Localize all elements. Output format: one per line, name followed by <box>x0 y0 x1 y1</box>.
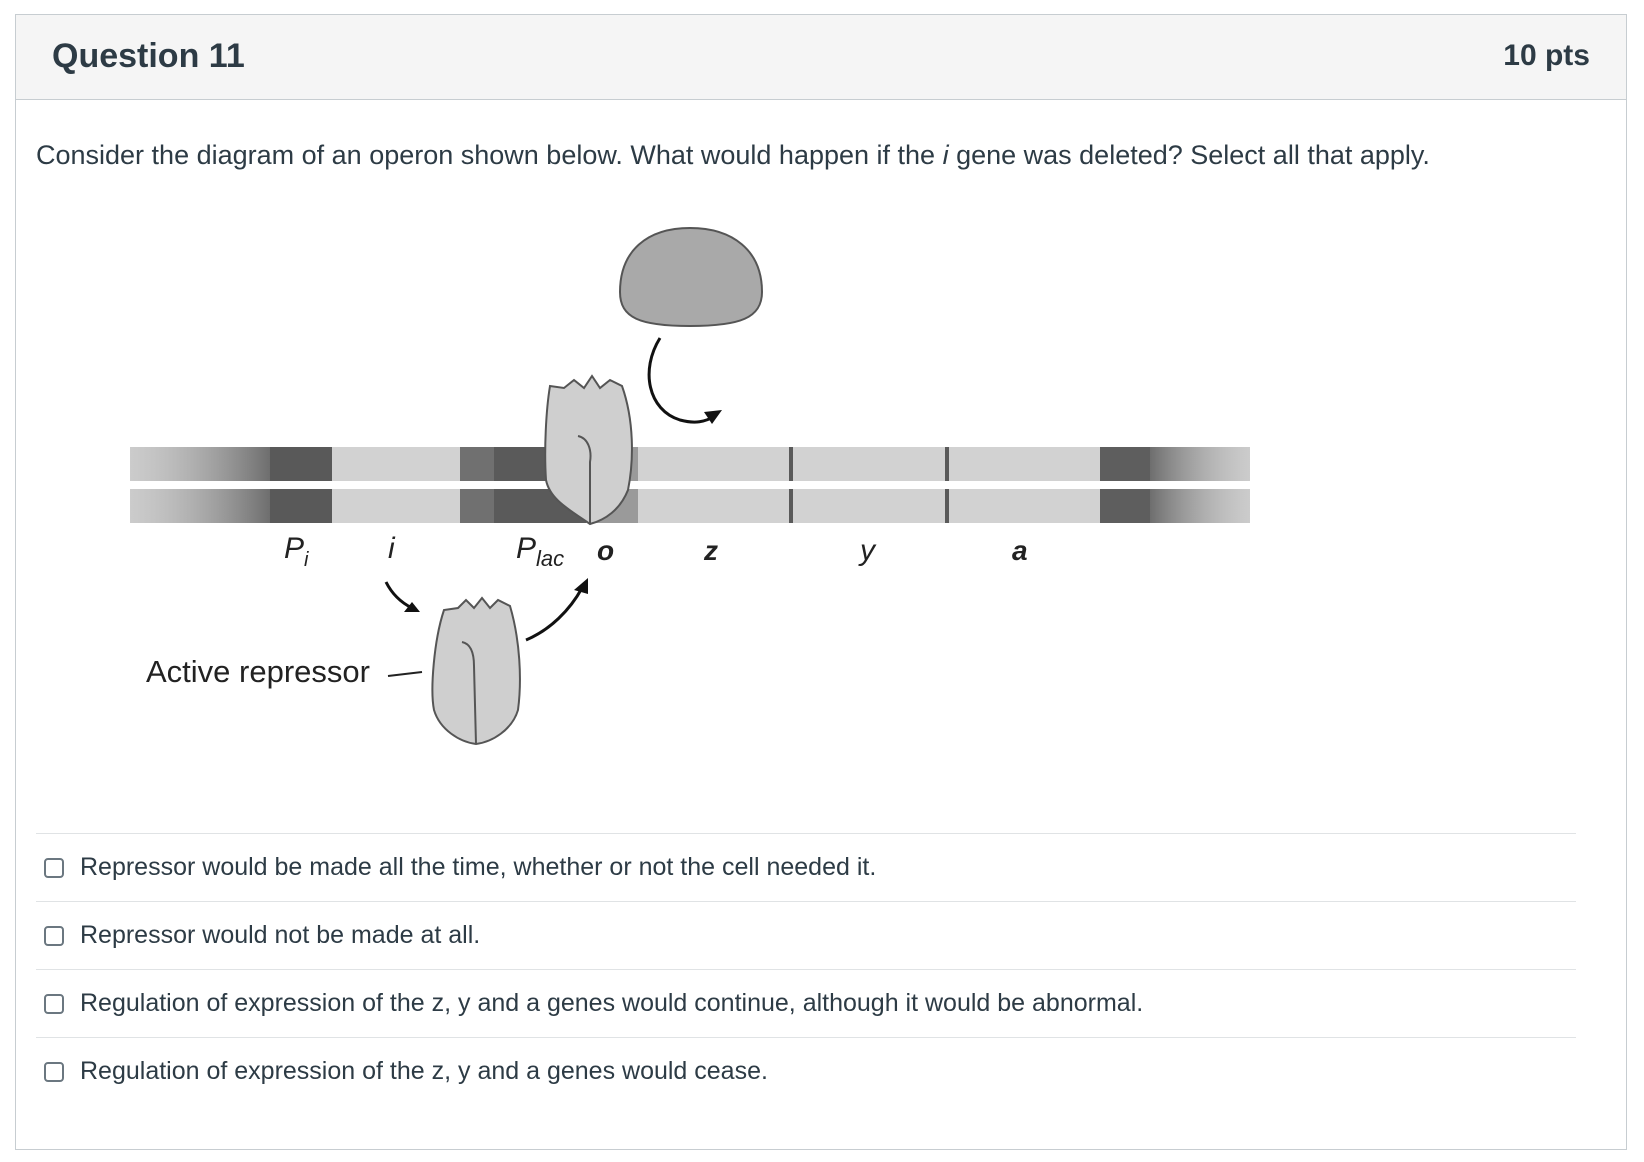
operon-diagram: Pi i Plac o z y a Active repressor <box>130 226 1250 746</box>
answer-label[interactable]: Repressor would be made all the time, wh… <box>80 853 877 881</box>
answer-option[interactable]: Repressor would be made all the time, wh… <box>36 833 1576 901</box>
rna-polymerase-shape <box>618 226 764 328</box>
active-repressor-shape <box>431 596 521 746</box>
question-points: 10 pts <box>1503 39 1590 72</box>
question-header: Question 11 10 pts <box>16 15 1626 100</box>
answer-option[interactable]: Repressor would not be made at all. <box>36 901 1576 969</box>
prompt-text-after: gene was deleted? Select all that apply. <box>948 140 1430 170</box>
arrowhead-icon <box>704 410 722 424</box>
question-card: Question 11 10 pts <box>15 14 1627 1150</box>
promoter-plac-region <box>460 447 494 481</box>
question-prompt: Consider the diagram of an operon shown … <box>36 140 1430 171</box>
prompt-text-before: Consider the diagram of an operon shown … <box>36 140 943 170</box>
answer-checkbox[interactable] <box>44 925 64 946</box>
gene-label-a: a <box>1012 535 1028 566</box>
answer-label[interactable]: Regulation of expression of the z, y and… <box>80 1057 768 1085</box>
i-to-repressor-arrow <box>384 581 413 610</box>
answer-label[interactable]: Regulation of expression of the z, y and… <box>80 989 1144 1017</box>
prompt-italic-gene: i <box>942 140 949 170</box>
gene-label-pi: Pi <box>284 532 309 571</box>
answer-option[interactable]: Regulation of expression of the z, y and… <box>36 969 1576 1037</box>
gene-label-plac: Plac <box>516 532 564 571</box>
arrowhead-icon <box>404 602 420 612</box>
answer-list: Repressor would be made all the time, wh… <box>36 833 1576 1105</box>
answer-checkbox[interactable] <box>44 857 64 878</box>
gene-labels: Pi i Plac o z y a <box>284 532 1028 571</box>
gene-label-z: z <box>703 535 718 566</box>
repressor-leader-line <box>387 671 423 677</box>
answer-label[interactable]: Repressor would not be made at all. <box>80 921 481 949</box>
repressor-to-operator-arrow <box>525 587 584 642</box>
gene-label-y: y <box>858 534 877 567</box>
promoter-pi-region <box>270 447 332 481</box>
answer-option[interactable]: Regulation of expression of the z, y and… <box>36 1037 1576 1105</box>
dna-double-helix <box>130 447 1250 523</box>
bound-repressor-shape <box>544 374 633 526</box>
arrowhead-icon <box>574 578 588 594</box>
polymerase-blocked-arrow <box>647 337 716 424</box>
active-repressor-label: Active repressor <box>146 654 370 689</box>
gene-label-o: o <box>597 535 614 566</box>
answer-checkbox[interactable] <box>44 1061 64 1082</box>
gene-label-i: i <box>388 532 396 565</box>
answer-checkbox[interactable] <box>44 993 64 1014</box>
question-title: Question 11 <box>52 37 245 75</box>
